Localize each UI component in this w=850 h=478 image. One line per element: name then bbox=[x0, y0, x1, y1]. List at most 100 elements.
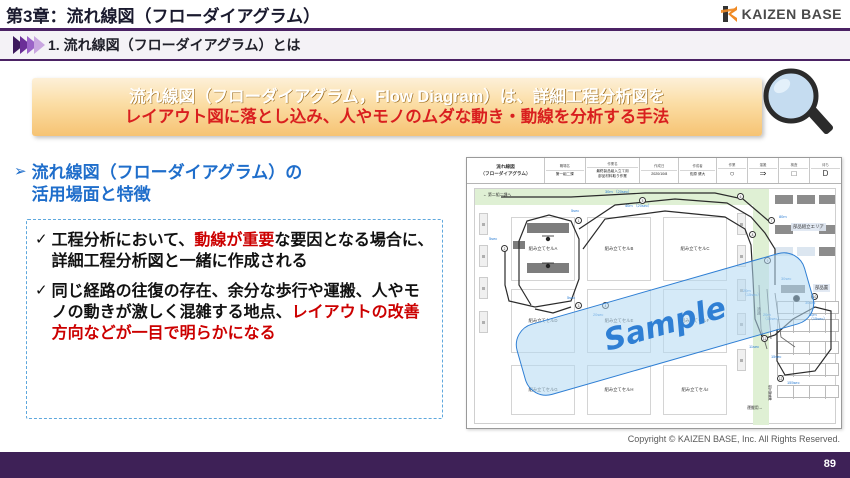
diagram-col-date: 作成日 2020/10/8 bbox=[640, 158, 680, 183]
legend-label: 検査 bbox=[780, 163, 808, 170]
legend-inspection: 検査 □ bbox=[779, 158, 810, 183]
inspection-symbol-icon: □ bbox=[791, 169, 797, 179]
diagram-title-line-2: （フローダイアグラム） bbox=[480, 170, 531, 176]
distance-label: 11sec bbox=[749, 344, 760, 349]
feature-heading: ➢ 流れ線図（フローダイアグラム）の 活用場面と特徴 bbox=[14, 162, 458, 206]
flow-node: 6 bbox=[737, 193, 744, 200]
title-divider bbox=[0, 28, 850, 31]
wall-unit bbox=[479, 277, 488, 299]
col-label: 職場名 bbox=[546, 164, 584, 171]
flow-node: 8 bbox=[749, 231, 756, 238]
parts-assembly-area-label: 部品組立エリア bbox=[791, 223, 826, 231]
definition-banner: 流れ線図（フローダイアグラム，Flow Diagram）は、詳細工程分析図を レ… bbox=[32, 78, 762, 136]
direction-label-second-section: ← 第二組二課へ bbox=[483, 192, 512, 197]
diagram-col-author: 作成者 佐原 健大 bbox=[679, 158, 717, 183]
bullet-text-2: 同じ経路の往復の存在、余分な歩行や運搬、人やモノの動きが激しく混雑する地点、レイ… bbox=[51, 282, 420, 343]
distance-label: 30m （15sec） bbox=[809, 312, 828, 322]
col-label: 作成日 bbox=[641, 164, 678, 171]
legend-delay: 待ち D bbox=[810, 158, 841, 183]
slide-title-bar: 第3章：流れ線図（フローダイアグラム） KAIZEN BASE bbox=[0, 0, 850, 28]
operator-marks bbox=[542, 235, 554, 269]
legend-label: 作業 bbox=[718, 163, 746, 170]
parts-shelf bbox=[819, 247, 835, 256]
distance-label: 80m bbox=[779, 214, 787, 219]
legend-transport: 運搬 ⇒ bbox=[748, 158, 779, 183]
feature-heading-line-2: 活用場面と特徴 bbox=[31, 185, 151, 205]
distance-label: 155sec bbox=[787, 380, 800, 385]
page-number: 89 bbox=[823, 458, 836, 470]
section-header-band: 1. 流れ線図（フローダイアグラム）とは bbox=[0, 31, 850, 61]
flow-node: 11 bbox=[761, 335, 768, 342]
arrow-bullet-icon: ➢ bbox=[14, 163, 27, 180]
magnifier-icon bbox=[760, 66, 838, 146]
feature-heading-text: 流れ線図（フローダイアグラム）の 活用場面と特徴 bbox=[32, 162, 303, 206]
col-label: 作成者 bbox=[680, 164, 715, 171]
check-icon: ✓ bbox=[35, 281, 48, 299]
definition-line-1: 流れ線図（フローダイアグラム，Flow Diagram）は、詳細工程分析図を bbox=[129, 87, 665, 106]
footer-bar bbox=[0, 452, 850, 478]
copyright-text: Copyright © KAIZEN BASE, Inc. All Rights… bbox=[627, 434, 840, 444]
definition-line-2: レイアウト図に落とし込み、人やモノのムダな動き・動線を分析する手法 bbox=[124, 107, 670, 126]
feature-section: ➢ 流れ線図（フローダイアグラム）の 活用場面と特徴 ✓ 工程分析において、動線… bbox=[10, 162, 458, 420]
brand-logo: KAIZEN BASE bbox=[719, 4, 842, 24]
factory-layout-frame: 組み立てセルA 組み立てセルB 組み立てセルC 組み立てセルD 組み立てセルE … bbox=[474, 188, 839, 425]
transport-direction-label: 運搬用→ bbox=[747, 405, 763, 410]
col-value: 第一組二課 bbox=[555, 171, 574, 176]
transport-symbol-icon: ⇒ bbox=[759, 169, 767, 179]
sample-watermark-text: Sample bbox=[599, 289, 731, 359]
operation-symbol-icon: ○ bbox=[729, 169, 735, 179]
diagram-title-line-1: 流れ線図 bbox=[496, 164, 515, 170]
diagram-body: 組み立てセルA 組み立てセルB 組み立てセルC 組み立てセルD 組み立てセルE … bbox=[467, 184, 841, 428]
col-value: 最終製品組入立て用 部品材料取り作業 bbox=[596, 169, 629, 179]
section-title: 1. 流れ線図（フローダイアグラム）とは bbox=[48, 37, 301, 53]
assembly-cell-i: 組み立てセルI bbox=[663, 365, 727, 415]
flow-node: 2 bbox=[501, 245, 508, 252]
page-title: 第3章：流れ線図（フローダイアグラム） bbox=[6, 6, 321, 26]
wall-unit bbox=[737, 213, 746, 235]
delay-symbol-icon: D bbox=[822, 169, 829, 179]
assembly-cell-b: 組み立てセルB bbox=[587, 217, 651, 281]
col-label: 作業名 bbox=[586, 162, 639, 169]
legend-operation: 作業 ○ bbox=[717, 158, 748, 183]
storage-rack bbox=[777, 385, 839, 399]
wall-unit bbox=[737, 349, 746, 371]
flow-node: 3 bbox=[575, 302, 582, 309]
wall-unit bbox=[479, 311, 488, 333]
list-item: ✓ 同じ経路の往復の存在、余分な歩行や運搬、人やモノの動きが激しく混雑する地点、… bbox=[35, 281, 434, 345]
triple-chevron-icon bbox=[13, 36, 45, 54]
warehouse-label: 部品倉庫 bbox=[768, 385, 773, 401]
bullet-text-1: 工程分析において、動線が重要な要因となる場合に、詳細工程分析図と一緒に作成される bbox=[51, 232, 434, 271]
storage-rack bbox=[777, 363, 839, 377]
brand-name: KAIZEN BASE bbox=[741, 6, 842, 22]
distance-label: 5sec bbox=[567, 295, 576, 300]
diagram-col-workplace: 職場名 第一組二課 bbox=[545, 158, 586, 183]
distance-label: 15sec bbox=[771, 354, 782, 359]
flow-node: 12 bbox=[777, 375, 784, 382]
distance-label: 40m （20sec） bbox=[625, 203, 652, 208]
parts-shelf bbox=[775, 195, 793, 204]
flow-node: 1 bbox=[575, 217, 582, 224]
parts-storage-label: 部品置 bbox=[813, 284, 831, 292]
parts-shelf bbox=[797, 195, 815, 204]
distance-label: 5sec bbox=[571, 208, 580, 213]
feature-heading-line-1: 流れ線図（フローダイアグラム）の bbox=[31, 163, 303, 182]
wall-unit bbox=[479, 213, 488, 235]
check-icon: ✓ bbox=[35, 231, 48, 249]
parts-shelf bbox=[819, 225, 835, 234]
flow-node: 5 bbox=[639, 197, 646, 204]
flow-diagram-panel: 流れ線図 （フローダイアグラム） 職場名 第一組二課 作業名 最終製品組入立て用… bbox=[466, 157, 842, 429]
diagram-header-table: 流れ線図 （フローダイアグラム） 職場名 第一組二課 作業名 最終製品組入立て用… bbox=[467, 158, 841, 184]
wall-unit bbox=[479, 245, 488, 267]
storage-rack bbox=[777, 341, 839, 355]
kaizen-k-mark-icon bbox=[719, 4, 739, 24]
flow-node: 7 bbox=[768, 217, 775, 224]
col-value: 2020/10/8 bbox=[651, 171, 668, 176]
distance-label: 5sec bbox=[489, 236, 498, 241]
list-item: ✓ 工程分析において、動線が重要な要因となる場合に、詳細工程分析図と一緒に作成さ… bbox=[35, 230, 434, 273]
legend-label: 運搬 bbox=[749, 163, 777, 170]
parts-shelf bbox=[819, 195, 835, 204]
diagram-col-taskname: 作業名 最終製品組入立て用 部品材料取り作業 bbox=[586, 158, 641, 183]
parts-shelf bbox=[775, 225, 793, 234]
parts-shelf-light bbox=[797, 247, 815, 256]
col-value: 佐原 健大 bbox=[689, 171, 706, 176]
